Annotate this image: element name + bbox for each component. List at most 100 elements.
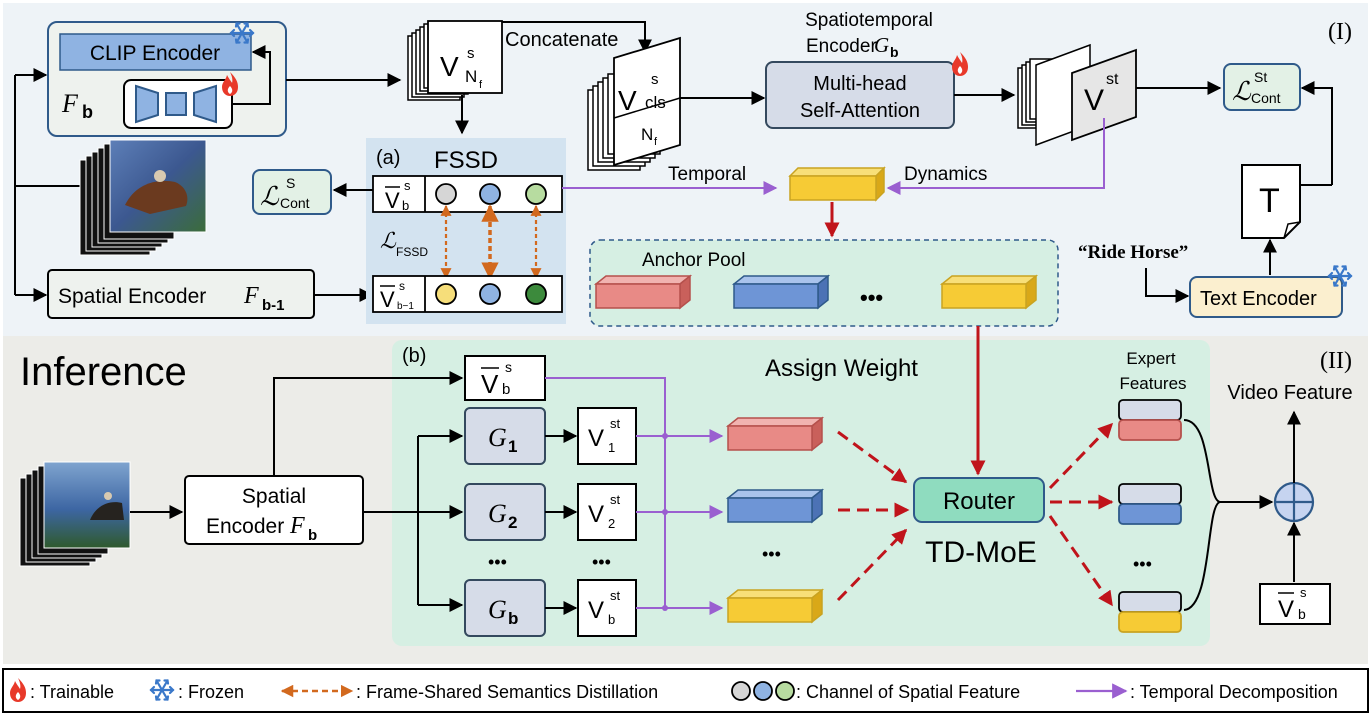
anchor-yellow xyxy=(939,274,1039,310)
vb1-bar-label: V xyxy=(380,287,395,312)
vs-frames-subsub: f xyxy=(479,79,483,91)
loss-s-sub: Cont xyxy=(280,195,310,211)
adapter-feedback-arrow xyxy=(232,45,271,105)
anchor-ellipsis: ••• xyxy=(860,285,883,310)
expert1-shared xyxy=(1118,399,1182,421)
st-encoder-g-sub: b xyxy=(890,44,899,60)
channel-darkgreen-circle xyxy=(525,283,547,305)
vbar-label: V xyxy=(481,369,499,399)
g2-sub: 2 xyxy=(508,513,517,532)
vbar-residual-sup: s xyxy=(1300,585,1307,600)
st-encoder-g: G xyxy=(874,33,889,57)
assign-weight-label: Assign Weight xyxy=(765,355,918,382)
adapter-mid-icon xyxy=(165,92,187,116)
vbar-residual-sub: b xyxy=(1298,606,1306,622)
junction-dot-3 xyxy=(662,605,668,611)
legend-trainable: : Trainable xyxy=(30,682,114,702)
red-to-router-dash xyxy=(837,430,908,484)
temporal-dynamics-feature xyxy=(788,166,886,202)
junction-dot-2 xyxy=(662,509,668,515)
router-to-expert1-dash xyxy=(1048,422,1114,490)
fssd-tag: (a) xyxy=(376,147,400,169)
spatial-to-vbar-arrow xyxy=(273,371,464,476)
msa-line2: Self-Attention xyxy=(800,100,920,122)
vcls-sub: cls xyxy=(645,93,666,112)
adapter-up-icon xyxy=(193,84,217,124)
legend-bar xyxy=(2,668,1369,713)
vbar-residual-box xyxy=(1259,583,1331,625)
expert1-specific xyxy=(1118,419,1182,441)
loss-s-box xyxy=(252,169,332,215)
expertb-specific xyxy=(1118,611,1182,633)
vb-bar-sup: s xyxy=(404,178,411,193)
msa-line1: Multi-head xyxy=(813,73,906,95)
spatial-encoder-prev-label: Spatial Encoder xyxy=(58,285,206,308)
vs-frame-stack xyxy=(407,20,503,101)
region-tag-b: (b) xyxy=(402,345,426,367)
loss-s-symbol: ℒ xyxy=(260,182,280,211)
vst-sup: st xyxy=(1106,71,1119,88)
vbst-sup: st xyxy=(610,588,621,603)
g1-label: G xyxy=(488,423,507,452)
text-t-label: T xyxy=(1259,182,1280,220)
text-to-loss-arrow xyxy=(1300,81,1333,185)
text-document-icon xyxy=(1241,164,1301,239)
vbar-temporal-line xyxy=(545,377,666,608)
expert-features-line1: Expert xyxy=(1126,349,1175,368)
vcls-label: V xyxy=(618,85,637,116)
concatenate-label: Concatenate xyxy=(505,29,618,51)
vcls-sup: s xyxy=(651,71,659,88)
adapter-down-icon xyxy=(135,84,159,124)
st-encoder-title2: Encoder xyxy=(806,36,877,57)
vbst-label: V xyxy=(588,597,604,624)
channel-green-circle xyxy=(525,183,547,205)
spatial-encoder-f: F xyxy=(289,513,305,539)
decomposed-red-feature xyxy=(725,416,825,452)
legend-channel: : Channel of Spatial Feature xyxy=(796,682,1020,702)
vb1-sub: b−1 xyxy=(397,301,414,312)
feature-dots: ••• xyxy=(762,544,781,564)
v1st-sup: st xyxy=(610,416,621,431)
inference-video-frames xyxy=(19,461,131,567)
g1-sub: 1 xyxy=(508,437,517,456)
g2-label: G xyxy=(488,499,507,528)
nf-sub: f xyxy=(654,136,658,148)
clip-encoder-label: CLIP Encoder xyxy=(90,42,220,65)
clip-encoder-box xyxy=(59,33,252,71)
channel-blue-circle xyxy=(479,183,501,205)
v-dots: ••• xyxy=(592,552,611,572)
spatial-prev-f-label: F xyxy=(243,283,259,309)
v1st-label: V xyxy=(588,425,604,452)
td-moe-label: TD-MoE xyxy=(925,536,1037,569)
temporal-label: Temporal xyxy=(668,164,746,185)
channel-yellow-circle xyxy=(435,283,457,305)
spatial-encoder-line1: Spatial xyxy=(242,485,306,508)
anchor-red xyxy=(593,274,693,310)
section-id-training: (I) xyxy=(1328,19,1352,45)
vbar-residual-label: V xyxy=(1278,596,1294,623)
legend-temporal-decomp: : Temporal Decomposition xyxy=(1130,682,1338,702)
vbar-sub: b xyxy=(502,381,510,398)
dynamics-arrow xyxy=(886,118,1105,195)
v2st-sub: 2 xyxy=(608,516,615,531)
loss-st-symbol: ℒ xyxy=(1232,77,1252,106)
v2st-sup: st xyxy=(610,492,621,507)
vcls-frame-stack xyxy=(587,36,681,171)
legend-gray-circle xyxy=(731,681,751,701)
v2st-label: V xyxy=(588,501,604,528)
gb-label: G xyxy=(488,595,507,624)
ride-horse-query: “Ride Horse” xyxy=(1078,242,1188,263)
vs-frames-label: V xyxy=(440,51,459,82)
v1st-sub: 1 xyxy=(608,440,615,455)
merge-brace xyxy=(1183,419,1221,611)
vs-frames-sup: s xyxy=(467,45,475,62)
vst-frame-stack xyxy=(1017,43,1137,147)
channel-blue-circle-2 xyxy=(479,283,501,305)
training-video-frames xyxy=(79,139,207,256)
loss-st-sub: Cont xyxy=(1251,90,1281,106)
text-encoder-box xyxy=(1189,276,1343,318)
router-box xyxy=(913,477,1045,523)
gb-sub: b xyxy=(508,609,518,628)
expert-features-line2: Features xyxy=(1119,374,1186,393)
